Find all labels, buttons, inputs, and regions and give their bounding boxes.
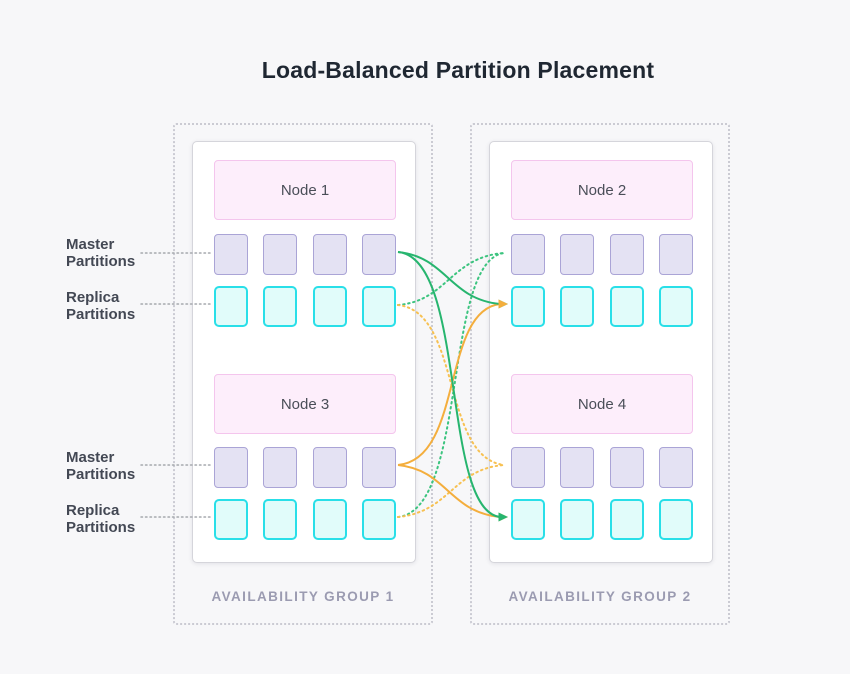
replica-partition [658,286,693,327]
master-partition [361,234,396,275]
node-3-master-row [214,447,396,488]
replica-partitions-label-bottom: Replica Partitions [66,502,136,536]
master-partition [511,234,545,275]
master-partition [263,234,298,275]
replica-partition [312,499,347,540]
replica-partition [263,286,298,327]
replica-partition [560,499,595,540]
master-partition [312,447,347,488]
node-1-header: Node 1 [214,160,396,220]
availability-group-2: Node 2 Node 4 [470,123,730,625]
node-4-header: Node 4 [511,374,693,434]
replica-partition [511,499,545,540]
master-partition [214,447,248,488]
node-2-master-row [511,234,693,275]
node-3-header: Node 3 [214,374,396,434]
replica-partition [560,286,595,327]
replica-partition [214,499,248,540]
node-2-replica-row [511,286,693,327]
master-partitions-label-top: Master Partitions [66,236,136,270]
node-card-group-1: Node 1 Node 3 [192,141,416,563]
master-partition [511,447,545,488]
node-1-master-row [214,234,396,275]
replica-partitions-label-top: Replica Partitions [66,289,136,323]
availability-group-1-label: AVAILABILITY GROUP 1 [211,589,395,604]
replica-partition [658,499,693,540]
replica-partition [361,286,396,327]
replica-partition [609,499,644,540]
master-partition [658,234,693,275]
replica-partition [609,286,644,327]
diagram-title: Load-Balanced Partition Placement [261,57,655,83]
master-partition [214,234,248,275]
replica-partition [214,286,248,327]
master-partition [658,447,693,488]
node-3-replica-row [214,499,396,540]
master-partitions-label-bottom: Master Partitions [66,449,136,483]
replica-partition [312,286,347,327]
master-partition [361,447,396,488]
master-partition [312,234,347,275]
node-1-replica-row [214,286,396,327]
master-partition [609,234,644,275]
master-partition [560,447,595,488]
replica-partition [511,286,545,327]
master-partition [560,234,595,275]
replica-partition [263,499,298,540]
master-partition [609,447,644,488]
node-4-master-row [511,447,693,488]
master-partition [263,447,298,488]
node-2-header: Node 2 [511,160,693,220]
availability-group-2-label: AVAILABILITY GROUP 2 [508,589,692,604]
node-card-group-2: Node 2 Node 4 [489,141,713,563]
availability-group-1: Node 1 Node 3 [173,123,433,625]
replica-partition [361,499,396,540]
node-4-replica-row [511,499,693,540]
